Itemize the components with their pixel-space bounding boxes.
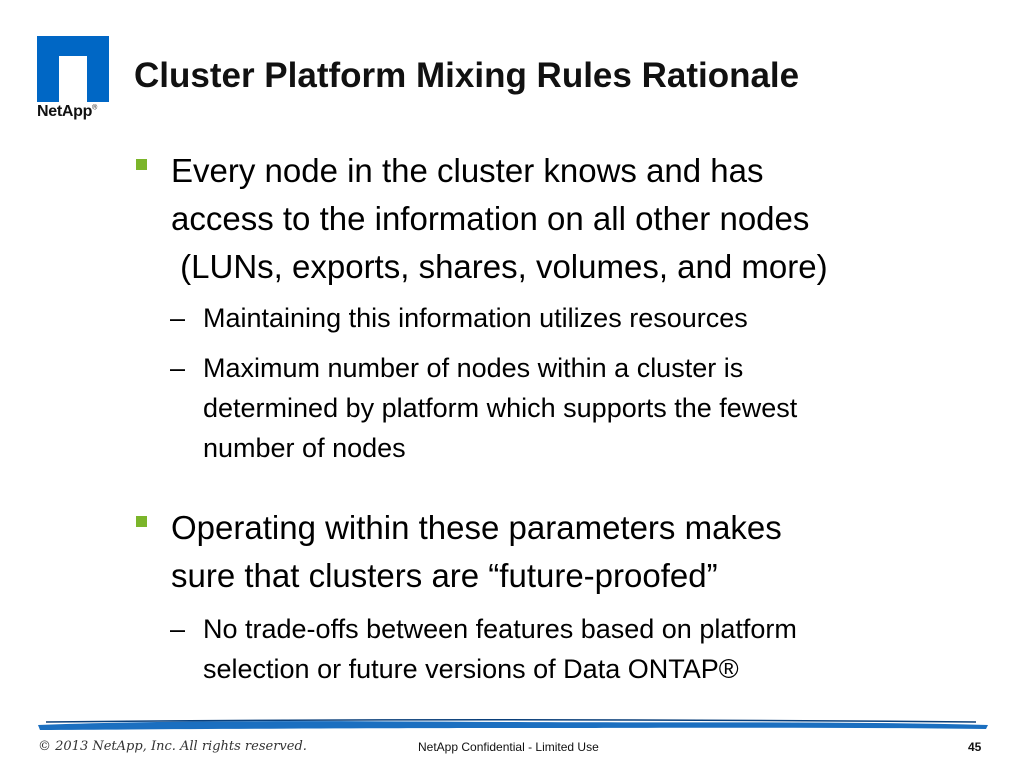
bullet-square-icon xyxy=(136,516,147,527)
footer-rule xyxy=(38,719,988,730)
subbullet-1-2-line-2: determined by platform which supports th… xyxy=(203,393,798,423)
bullet-1-line-2: access to the information on all other n… xyxy=(171,200,810,237)
logo-wordmark: NetApp® xyxy=(37,103,97,121)
subbullet-dash-icon: – xyxy=(170,614,186,644)
bullet-1-line-1: Every node in the cluster knows and has xyxy=(171,152,764,189)
subbullet-2-1-line-1: No trade-offs between features based on … xyxy=(203,614,797,644)
subbullet-1-2-line-3: number of nodes xyxy=(203,433,406,463)
bullet-2-line-2: sure that clusters are “future-proofed” xyxy=(171,557,718,594)
netapp-logo: NetApp® xyxy=(37,36,113,126)
page-number: 45 xyxy=(968,740,982,754)
subbullet-2-1-line-2: selection or future versions of Data ONT… xyxy=(203,654,739,684)
subbullet-1-2-line-1: Maximum number of nodes within a cluster… xyxy=(203,353,744,383)
subbullet-1-1-text: Maintaining this information utilizes re… xyxy=(203,298,993,338)
bullet-2-line-1: Operating within these parameters makes xyxy=(171,509,782,546)
subbullet-dash-icon: – xyxy=(170,353,186,383)
subbullet-2-1-text: No trade-offs between features based on … xyxy=(203,609,993,689)
subbullet-1-2-text: Maximum number of nodes within a cluster… xyxy=(203,348,993,468)
logo-registered: ® xyxy=(92,104,97,112)
slide-title: Cluster Platform Mixing Rules Rationale xyxy=(134,56,800,95)
copyright-text: © 2013 NetApp, Inc. All rights reserved. xyxy=(38,739,307,754)
subbullet-1-1-line-1: Maintaining this information utilizes re… xyxy=(203,303,748,333)
netapp-logo-icon xyxy=(37,36,109,102)
subbullet-dash-icon: – xyxy=(170,303,186,333)
bullet-1-text: Every node in the cluster knows and has … xyxy=(171,147,971,291)
confidential-label: NetApp Confidential - Limited Use xyxy=(418,740,599,754)
bullet-1-line-3: (LUNs, exports, shares, volumes, and mor… xyxy=(171,248,828,285)
bullet-2-text: Operating within these parameters makes … xyxy=(171,504,971,600)
bullet-square-icon xyxy=(136,159,147,170)
logo-text: NetApp xyxy=(37,103,93,120)
